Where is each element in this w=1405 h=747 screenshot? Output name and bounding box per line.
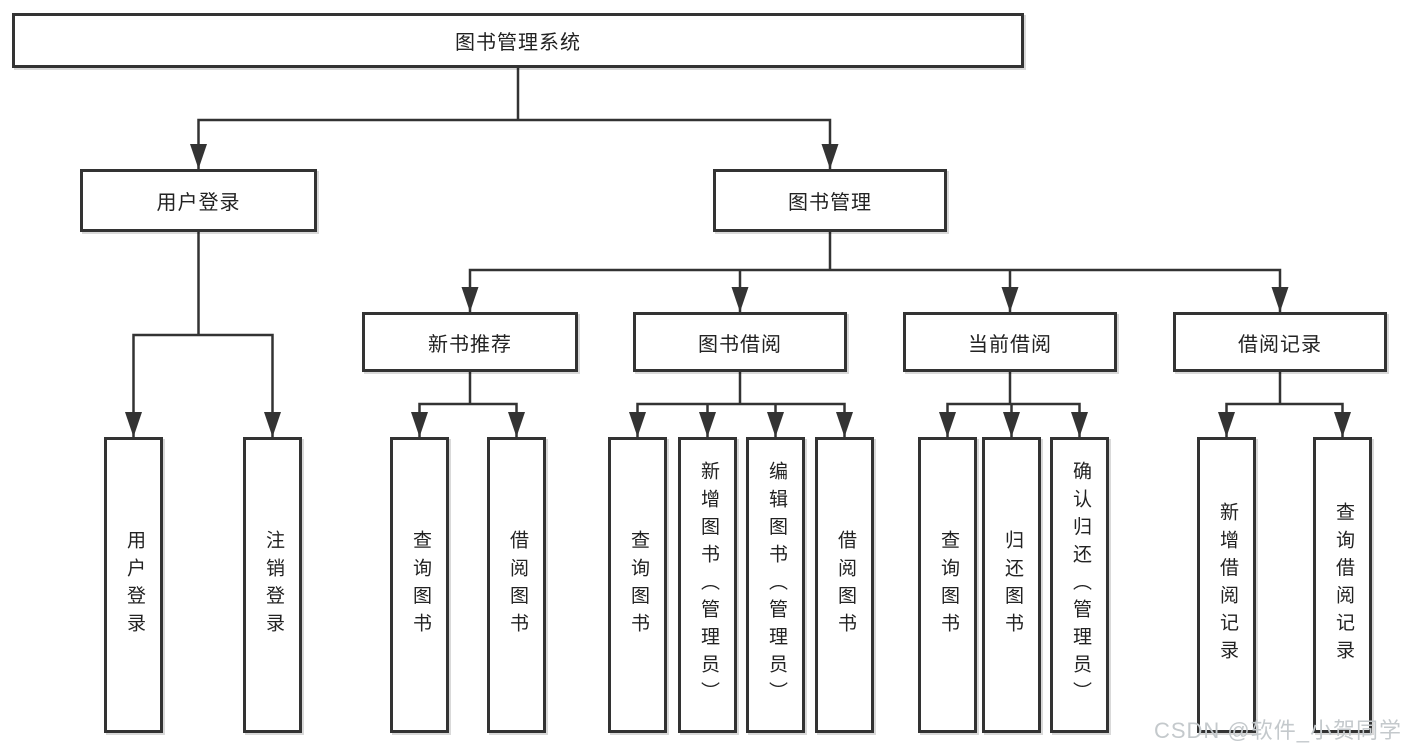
leaf-query-books-borrow: 查询图书	[608, 437, 667, 733]
leaf-label: 查询图书	[627, 529, 649, 641]
arrow-down-icon	[629, 412, 646, 437]
node-library-management-system: 图书管理系统	[12, 13, 1024, 68]
leaf-add-borrow-record: 新增借阅记录	[1197, 437, 1256, 733]
arrowheads	[125, 144, 1351, 437]
node-label: 当前借阅	[968, 333, 1052, 356]
leaf-query-books-recommend: 查询图书	[390, 437, 449, 733]
leaf-user-login: 用户登录	[104, 437, 163, 733]
watermark: CSDN @软件_小贺同学	[1153, 718, 1402, 743]
arrow-down-icon	[939, 412, 956, 437]
arrow-down-icon	[731, 287, 749, 312]
node-current-borrowing: 当前借阅	[903, 312, 1117, 372]
node-label: 新书推荐	[428, 333, 512, 356]
arrow-down-icon	[1071, 412, 1088, 437]
node-label: 用户登录	[156, 192, 241, 214]
arrow-down-icon	[1001, 287, 1019, 312]
node-new-book-recommendation: 新书推荐	[362, 312, 578, 372]
arrow-down-icon	[699, 412, 716, 437]
arrow-down-icon	[190, 144, 207, 169]
leaf-return-books: 归还图书	[982, 437, 1041, 733]
leaf-borrow-books-recommend: 借阅图书	[487, 437, 546, 733]
node-label: 图书管理	[788, 192, 872, 214]
node-book-management: 图书管理	[713, 169, 947, 232]
leaf-label: 查询图书	[409, 529, 431, 641]
arrow-down-icon	[1003, 412, 1020, 437]
leaf-label: 新增图书（管理员）	[697, 461, 719, 709]
arrow-down-icon	[508, 412, 525, 437]
leaf-label: 确认归还（管理员）	[1069, 461, 1091, 709]
arrow-down-icon	[836, 412, 853, 437]
leaf-add-books-admin: 新增图书（管理员）	[678, 437, 737, 733]
leaf-edit-books-admin: 编辑图书（管理员）	[746, 437, 805, 733]
leaf-label: 查询借阅记录	[1332, 502, 1354, 668]
leaf-label: 用户登录	[123, 529, 145, 641]
leaf-query-borrow-record: 查询借阅记录	[1313, 437, 1372, 733]
leaf-label: 查询图书	[937, 529, 959, 641]
node-label: 图书借阅	[698, 333, 782, 356]
arrow-down-icon	[461, 287, 479, 312]
leaf-query-books-current: 查询图书	[918, 437, 977, 733]
leaf-label: 新增借阅记录	[1216, 502, 1238, 668]
node-user-login: 用户登录	[80, 169, 317, 232]
arrow-down-icon	[767, 412, 784, 437]
arrow-down-icon	[125, 412, 142, 437]
node-book-borrowing: 图书借阅	[633, 312, 847, 372]
leaf-logout: 注销登录	[243, 437, 302, 733]
connector-path	[132, 66, 1344, 439]
arrow-down-icon	[411, 412, 428, 437]
arrow-down-icon	[1218, 412, 1235, 437]
leaf-label: 编辑图书（管理员）	[765, 461, 787, 709]
arrow-down-icon	[1334, 412, 1351, 437]
arrow-down-icon	[821, 144, 839, 169]
arrow-down-icon	[264, 412, 281, 437]
node-borrowing-records: 借阅记录	[1173, 312, 1387, 372]
node-label: 借阅记录	[1238, 333, 1322, 356]
leaf-label: 借阅图书	[506, 529, 528, 641]
leaf-borrow-books: 借阅图书	[815, 437, 874, 733]
leaf-label: 借阅图书	[834, 529, 856, 641]
arrow-down-icon	[1271, 287, 1289, 312]
leaf-confirm-return-admin: 确认归还（管理员）	[1050, 437, 1109, 733]
node-label: 图书管理系统	[455, 32, 581, 54]
leaf-label: 注销登录	[262, 529, 284, 641]
leaf-label: 归还图书	[1001, 529, 1023, 641]
